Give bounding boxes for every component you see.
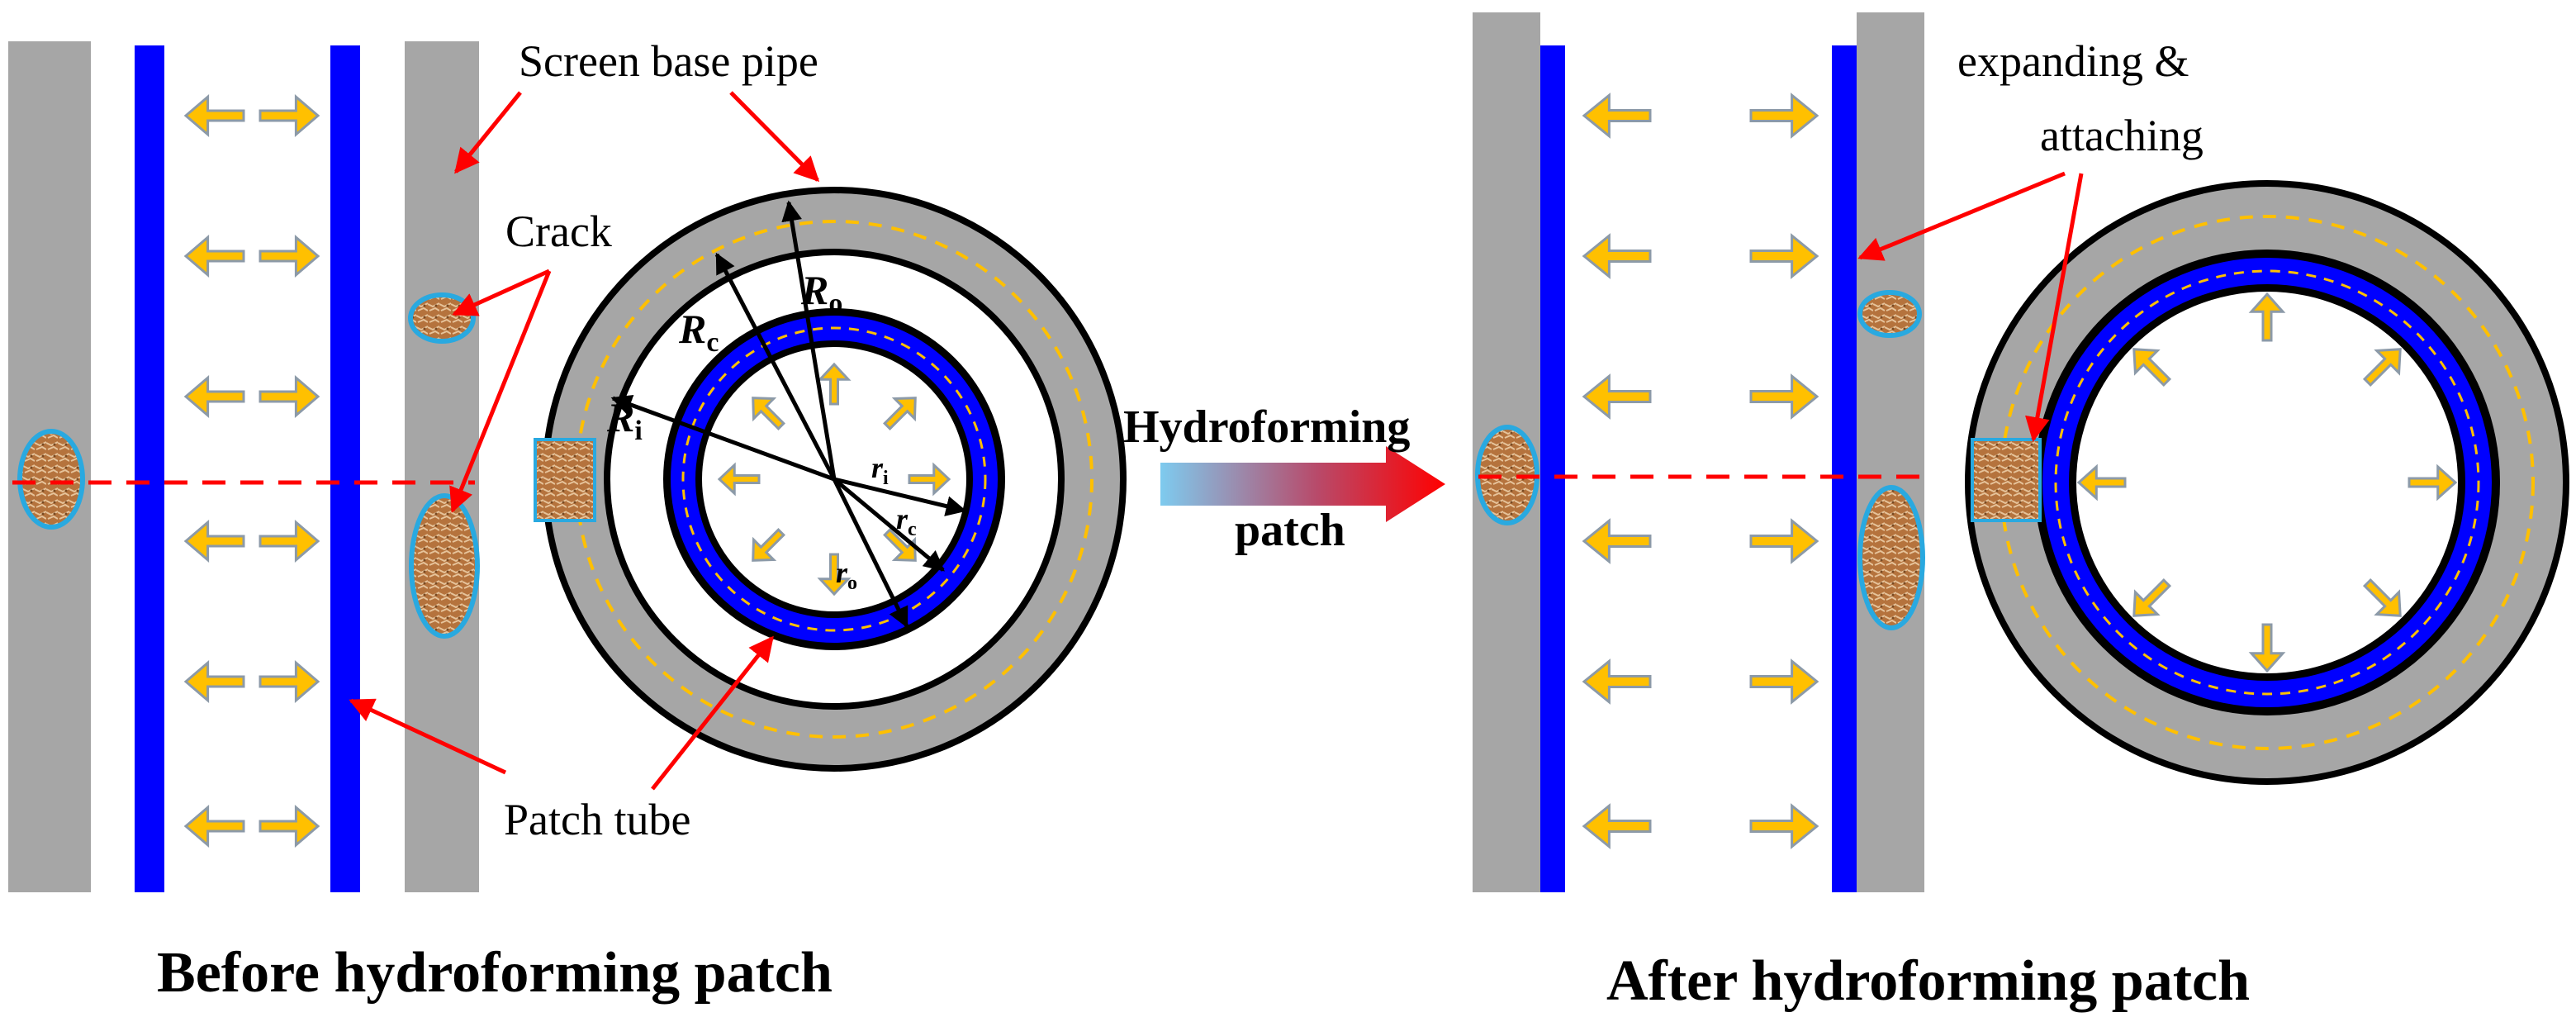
crack-icon: [1857, 290, 1922, 338]
crack-icon: [408, 292, 476, 344]
double-head-arrow-icon: [2362, 348, 2402, 387]
label-screen-base-pipe: Screen base pipe: [519, 36, 818, 86]
double-head-arrow-icon: [183, 804, 245, 848]
symbol-Rc-sub: c: [706, 327, 719, 358]
double-head-arrow-icon: [1749, 233, 1819, 279]
double-head-arrow-icon: [1582, 658, 1652, 705]
double-head-arrow-icon: [259, 374, 320, 419]
double-head-arrow-icon: [752, 397, 785, 430]
double-head-arrow-icon: [883, 397, 917, 430]
process-arrow: Hydroforming patch: [1123, 402, 1445, 556]
radial-pressure-arrows: [717, 362, 951, 597]
symbol-rc-base: r: [896, 502, 908, 535]
double-head-arrow-icon: [1749, 373, 1819, 420]
symbol-rc-sub: c: [908, 519, 917, 540]
double-head-arrow-icon: [1582, 803, 1652, 849]
double-head-arrow-icon: [259, 234, 320, 278]
symbol-ri-sub: i: [883, 468, 889, 489]
symbol-Ro-base: R: [800, 267, 828, 313]
before-cross-section: Ro Rc Ri ri rc ro: [534, 187, 1127, 772]
label-patch-tube: Patch tube: [504, 795, 690, 844]
pointer-arrow-icon: [349, 91, 820, 791]
double-head-arrow-icon: [883, 528, 917, 562]
before-longitudinal-section: [8, 41, 480, 892]
double-head-arrow-icon: [259, 519, 320, 563]
patch-tube-wall-left: [135, 45, 164, 892]
double-head-arrow-icon: [2132, 578, 2172, 617]
double-head-arrow-icon: [183, 93, 245, 138]
symbol-Ro-sub: o: [828, 288, 842, 319]
pointer-arrow-icon: [1857, 171, 2084, 442]
label-patch: patch: [1235, 505, 1345, 556]
svg-text:ro: ro: [836, 556, 857, 594]
screen-pipe-wall-right: [405, 41, 479, 892]
svg-text:Rc: Rc: [678, 306, 719, 358]
caption-after: After hydroforming patch: [1606, 949, 2250, 1013]
svg-text:Ri: Ri: [606, 394, 643, 446]
double-head-arrow-icon: [1582, 233, 1652, 279]
label-hydroforming: Hydroforming: [1123, 402, 1410, 453]
radius-lines: [610, 200, 967, 629]
crack-icon: [17, 429, 85, 530]
double-head-arrow-icon: [1582, 373, 1652, 420]
double-head-arrow-icon: [2408, 463, 2458, 501]
patch-tube-wall-left: [1540, 45, 1565, 892]
label-crack: Crack: [505, 207, 612, 256]
label-expanding-line1: expanding &: [1957, 36, 2189, 86]
symbol-ro-base: r: [836, 556, 848, 589]
after-longitudinal-section: [1473, 12, 1925, 892]
svg-text:ri: ri: [871, 451, 889, 489]
symbol-Ri-base: R: [606, 394, 634, 440]
double-head-arrow-icon: [2248, 623, 2286, 673]
pressure-arrows: [1582, 93, 1819, 849]
patch-tube-wall-right: [330, 45, 360, 892]
double-head-arrow-icon: [1749, 803, 1819, 849]
double-head-arrow-icon: [2076, 463, 2127, 501]
double-head-arrow-icon: [817, 553, 852, 597]
double-head-arrow-icon: [183, 519, 245, 563]
double-head-arrow-icon: [1749, 658, 1819, 705]
double-head-arrow-icon: [183, 374, 245, 419]
label-expanding-line2: attaching: [2040, 111, 2204, 160]
double-head-arrow-icon: [908, 462, 951, 497]
double-head-arrow-icon: [817, 362, 852, 406]
symbol-ri-base: r: [871, 451, 884, 484]
svg-text:Ro: Ro: [800, 267, 842, 319]
crack-icon: [534, 438, 596, 522]
double-head-arrow-icon: [1582, 93, 1652, 139]
double-head-arrow-icon: [1749, 518, 1819, 564]
crack-icon: [1857, 485, 1925, 630]
double-head-arrow-icon: [183, 234, 245, 278]
crack-icon: [1971, 438, 2042, 522]
double-head-arrow-icon: [752, 528, 785, 562]
double-head-arrow-icon: [2248, 292, 2286, 342]
after-callouts: expanding & attaching: [1857, 36, 2204, 442]
symbol-ro-sub: o: [847, 573, 857, 594]
before-callouts: Screen base pipe Crack Patch tube: [349, 36, 820, 844]
double-head-arrow-icon: [1749, 93, 1819, 139]
double-head-arrow-icon: [259, 659, 320, 704]
symbol-Ri-sub: i: [634, 416, 642, 446]
crack-icon: [409, 493, 480, 639]
process-arrow-icon: [1160, 446, 1445, 522]
symbol-Rc-base: R: [678, 306, 706, 352]
double-head-arrow-icon: [1582, 518, 1652, 564]
after-cross-section: [1965, 180, 2569, 785]
screen-pipe-wall-right: [1857, 12, 1924, 892]
double-head-arrow-icon: [183, 659, 245, 704]
double-head-arrow-icon: [259, 93, 320, 138]
patch-tube-wall-right: [1832, 45, 1857, 892]
double-head-arrow-icon: [2132, 348, 2172, 387]
double-head-arrow-icon: [259, 804, 320, 848]
caption-before: Before hydroforming patch: [157, 941, 833, 1005]
radial-pressure-arrows: [2076, 292, 2458, 673]
pressure-arrows: [183, 93, 320, 848]
double-head-arrow-icon: [2362, 578, 2402, 617]
double-head-arrow-icon: [717, 462, 761, 497]
svg-text:rc: rc: [896, 502, 917, 540]
